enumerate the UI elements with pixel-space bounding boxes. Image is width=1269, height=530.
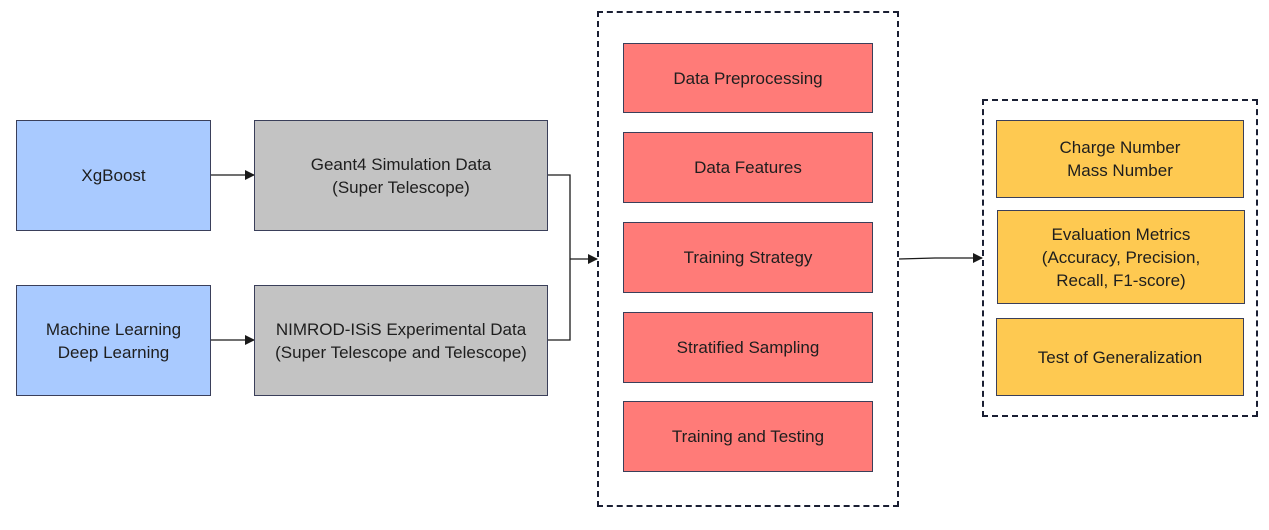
dataset-geant4: Geant4 Simulation Data (Super Telescope) (254, 120, 548, 231)
model-ml-dl-label: Machine Learning Deep Learning (45, 319, 182, 362)
step-data-preprocessing-label: Data Preprocessing (673, 68, 823, 88)
step-data-features: Data Features (623, 132, 873, 203)
edge-nimrod-to-pipeline (548, 259, 571, 341)
step-stratified-sampling: Stratified Sampling (623, 312, 873, 383)
step-training-strategy-label: Training Strategy (683, 248, 813, 267)
output-group (982, 99, 1258, 417)
model-ml-dl: Machine Learning Deep Learning (16, 285, 211, 396)
step-training-and-testing: Training and Testing (623, 401, 873, 472)
dataset-nimrod: NIMROD-ISiS Experimental Data (Super Tel… (254, 285, 548, 396)
step-stratified-sampling-label: Stratified Sampling (676, 338, 820, 357)
output-evaluation-metrics: Evaluation Metrics (Accuracy, Precision,… (997, 210, 1245, 304)
step-training-and-testing-label: Training and Testing (671, 427, 825, 446)
model-xgboost-label: XgBoost (81, 166, 146, 185)
output-charge-mass: Charge Number Mass Number (996, 120, 1244, 198)
output-evaluation-metrics-label: Evaluation Metrics (Accuracy, Precision,… (1041, 224, 1201, 290)
output-test-of-generalization-label: Test of Generalization (1037, 347, 1203, 367)
output-test-of-generalization: Test of Generalization (996, 318, 1244, 396)
pipeline-group (597, 11, 899, 507)
output-charge-mass-label: Charge Number Mass Number (1059, 138, 1181, 180)
edge-pipeline-to-outputs (898, 253, 983, 263)
step-data-preprocessing: Data Preprocessing (623, 43, 873, 113)
step-data-features-label: Data Features (694, 158, 802, 177)
dataset-geant4-label: Geant4 Simulation Data (Super Telescope) (310, 154, 492, 197)
step-training-strategy: Training Strategy (623, 222, 873, 293)
edge-geant4-to-pipeline (548, 174, 571, 259)
model-xgboost: XgBoost (16, 120, 211, 231)
dataset-nimrod-label: NIMROD-ISiS Experimental Data (Super Tel… (275, 319, 527, 362)
